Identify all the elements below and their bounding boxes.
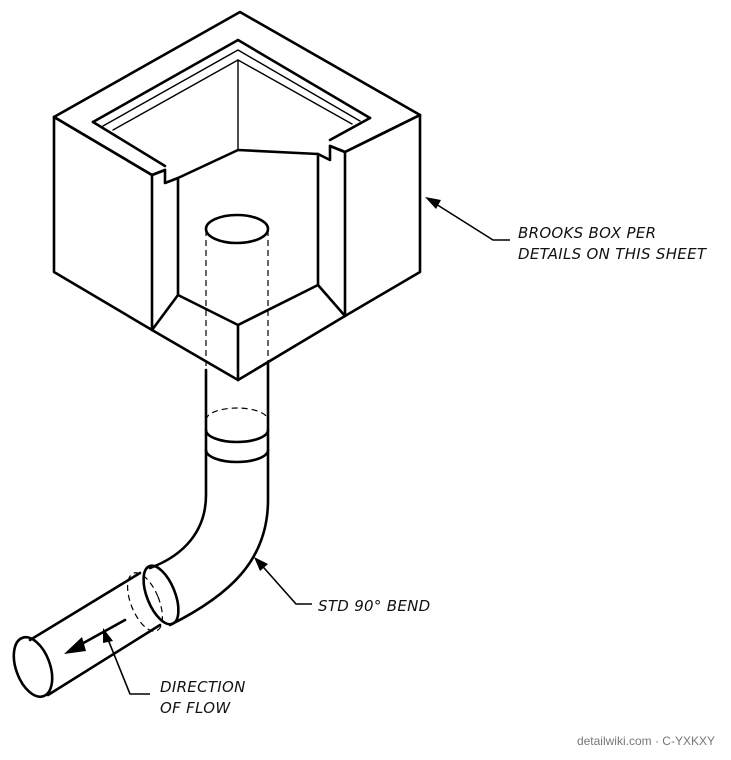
callout-leaders (103, 197, 510, 695)
bend-inner-curve (148, 448, 208, 570)
box-right-inner-edge (328, 116, 372, 142)
flow-callout-line2: OF FLOW (160, 699, 231, 717)
bend-callout-leader (256, 559, 312, 605)
watermark-text: detailwiki.com · C-YXKXY (577, 734, 715, 748)
flow-arrow-head (64, 637, 86, 654)
box-cutout-left-wall (176, 176, 240, 327)
box-left-inner-edge (91, 120, 167, 168)
pipe-riser (204, 213, 270, 464)
bend-outer-curve (168, 448, 270, 627)
flow-arrow-shaft (76, 618, 127, 648)
box-callout-line2: DETAILS ON THIS SHEET (518, 245, 708, 263)
box-left-notch (150, 168, 180, 185)
box-inner-rim-step (102, 49, 361, 127)
box-callout-arrowhead (425, 197, 441, 209)
brooks-box (52, 10, 422, 382)
box-front-base (150, 314, 347, 382)
coupling-hidden-top (205, 407, 269, 421)
box-right-notch (316, 144, 347, 162)
box-callout-leader (427, 198, 510, 241)
box-right-base-join (316, 283, 347, 318)
flow-callout-leader (104, 631, 150, 695)
outlet-pipe-bottom (46, 623, 162, 697)
box-outer-top-rim (52, 10, 422, 119)
bend-callout-label: STD 90° BEND (318, 597, 431, 615)
callout-labels: BROOKS BOX PER DETAILS ON THIS SHEET STD… (160, 224, 708, 717)
bend-coupling-outer (142, 564, 180, 626)
outlet-pipe-end (12, 635, 54, 699)
box-cutout-floor (176, 148, 320, 180)
flow-callout-line1: DIRECTION (160, 678, 246, 696)
flow-callout-arrowhead (103, 628, 113, 643)
outlet-pipe (12, 571, 162, 699)
bend-coupling-hidden (126, 572, 164, 632)
box-callout-line1: BROOKS BOX PER (518, 224, 656, 242)
outlet-pipe-top (28, 571, 142, 642)
box-left-base-join (150, 293, 180, 332)
box-inner-rim (91, 38, 372, 124)
pipe-bend (126, 448, 270, 632)
box-cutout-right-wall (236, 152, 320, 327)
bend-callout-arrowhead (254, 557, 268, 571)
box-left-wall-top-edge (52, 115, 167, 177)
riser-top-opening (204, 213, 270, 245)
coupling-band (204, 428, 270, 464)
